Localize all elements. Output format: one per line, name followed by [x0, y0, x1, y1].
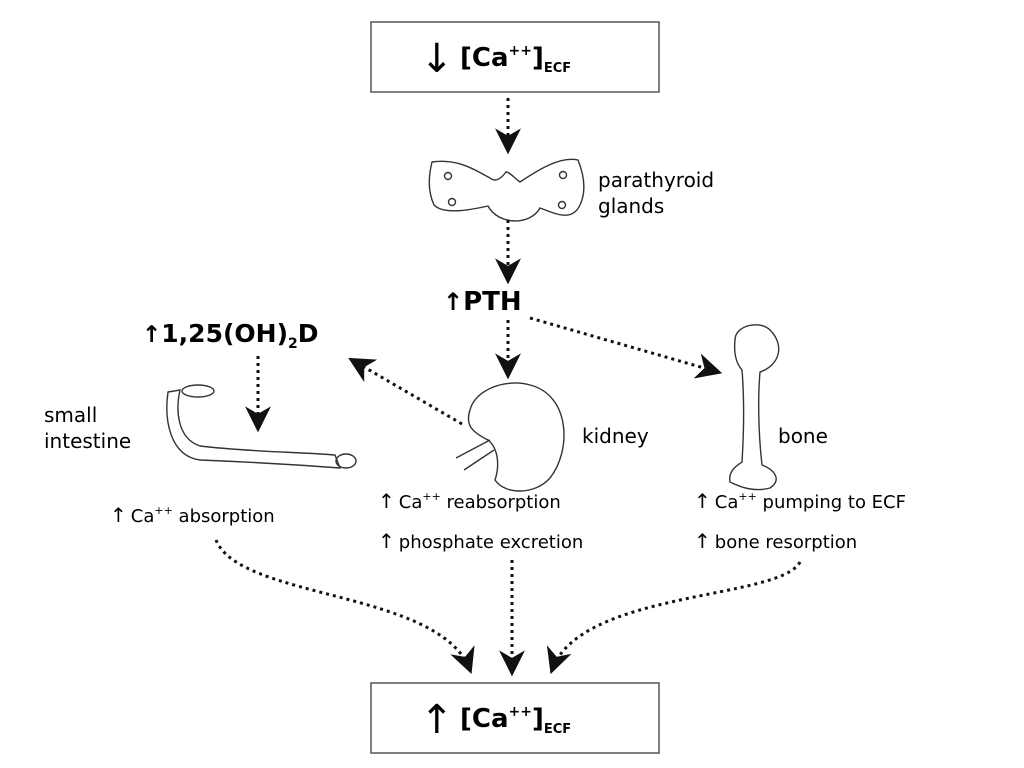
arrow-pth-to-bone: [529, 316, 723, 379]
top-down-arrow: ↓: [420, 36, 454, 82]
parathyroid-label: parathyroid: [598, 168, 714, 192]
arrow-kidney-to-vitamin-d: [348, 357, 463, 426]
bone-effect-bone-resorption: ↑bone resorption: [694, 529, 857, 553]
small-intestine-icon: [166, 384, 357, 469]
parathyroid-glands-icon: [428, 158, 585, 222]
top-calcium-box: ↓ [Ca++]ECF: [370, 21, 660, 93]
bottom-calcium-box: ↑ [Ca++]ECF: [370, 682, 660, 754]
bone-icon: [729, 324, 780, 491]
arrow-intestine-to-calcium: [214, 539, 475, 675]
small-intestine-label-line2: intestine: [44, 429, 131, 453]
parathyroid-label-line2: glands: [598, 194, 664, 218]
kidney-effect-phosphate-excretion: ↑phosphate excretion: [378, 529, 583, 553]
top-calcium-label: [Ca++]ECF: [460, 43, 571, 76]
small-intestine-label: small: [44, 403, 97, 427]
pth-label: ↑PTH: [443, 287, 522, 317]
kidney-label: kidney: [582, 424, 649, 448]
bottom-calcium-label: [Ca++]ECF: [460, 704, 571, 737]
bottom-up-arrow: ↑: [420, 697, 454, 743]
bone-effect-calcium-pumping: ↑Ca++ pumping to ECF: [694, 489, 906, 513]
vitamin-d-label: ↑1,25(OH)2D: [142, 319, 319, 352]
kidney-effect-calcium-reabsorption: ↑Ca++ reabsorption: [378, 489, 561, 513]
kidney-icon: [455, 382, 565, 492]
arrow-bone-to-calcium: [546, 561, 802, 675]
intestine-effect-calcium-absorption: ↑Ca++ absorption: [110, 503, 275, 527]
bone-label: bone: [778, 424, 828, 448]
